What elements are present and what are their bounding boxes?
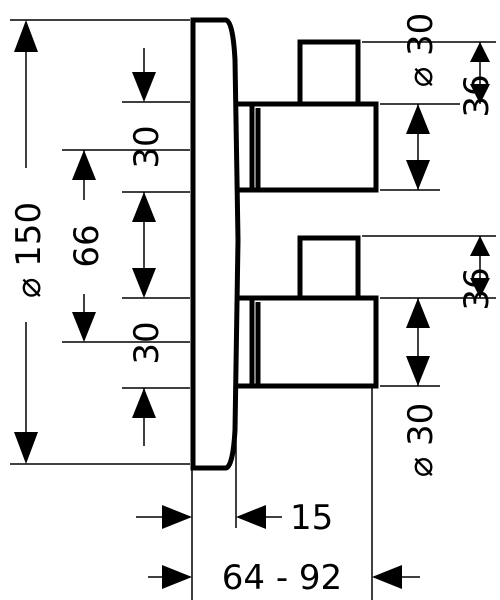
escutcheon-plate xyxy=(190,17,241,471)
dimension-depth-range xyxy=(148,386,420,600)
dimension-upper-handle-length xyxy=(470,42,490,104)
center-distance-label: 66 xyxy=(67,224,107,267)
dimension-lower-handle-length xyxy=(362,235,496,299)
upper-handle-diameter-label: ⌀ 30 xyxy=(401,13,441,88)
lower-handle-diameter-label: ⌀ 30 xyxy=(401,403,441,478)
lower-offset-label: 30 xyxy=(127,321,167,364)
lower-handle xyxy=(238,235,379,389)
upper-offset-label: 30 xyxy=(127,125,167,168)
lower-handle-length-label: 36 xyxy=(457,267,497,310)
dimension-upper-offset xyxy=(122,48,190,294)
dimension-lower-offset xyxy=(122,268,190,446)
overall-height-label: ⌀ 150 xyxy=(9,202,49,298)
depth-range-label: 64 - 92 xyxy=(222,558,342,598)
upper-handle xyxy=(238,39,379,193)
plate-thickness-label: 15 xyxy=(290,498,333,538)
dimension-upper-handle-diameter xyxy=(362,41,496,191)
dimension-center-distance xyxy=(62,149,190,343)
dimension-overall-height xyxy=(10,19,190,465)
dimension-lower-handle-diameter xyxy=(380,298,440,387)
upper-handle-length-label: 36 xyxy=(457,74,497,117)
dimension-plate-thickness xyxy=(136,440,282,600)
